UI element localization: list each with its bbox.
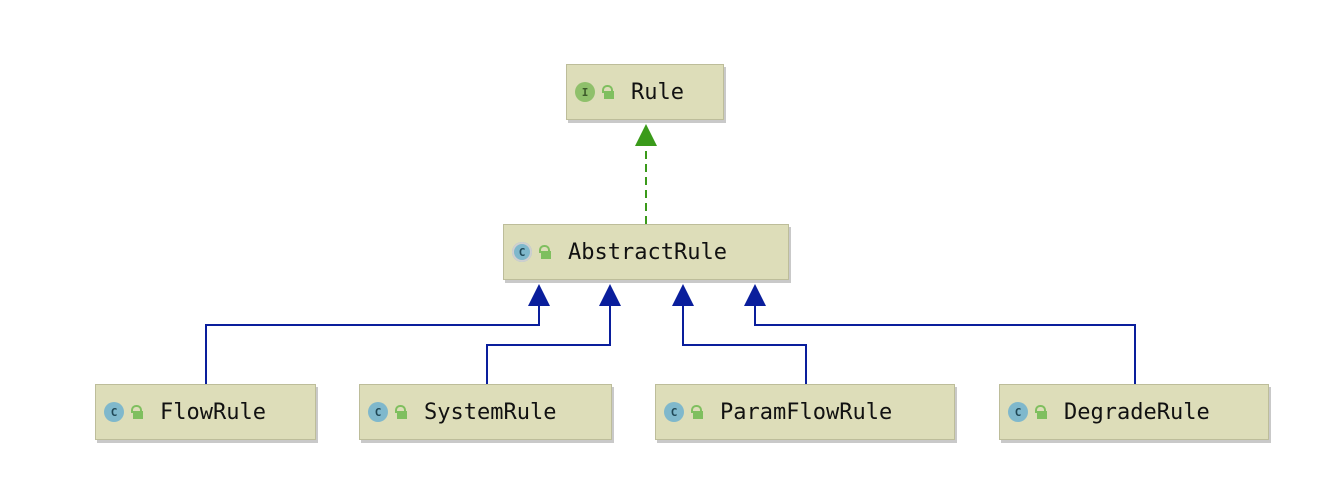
unlock-icon bbox=[601, 84, 615, 100]
node-rule[interactable]: I Rule bbox=[566, 64, 724, 120]
node-flow-rule[interactable]: C FlowRule bbox=[95, 384, 316, 440]
node-label: ParamFlowRule bbox=[720, 399, 893, 425]
node-label: SystemRule bbox=[424, 399, 557, 425]
unlock-icon bbox=[538, 244, 552, 260]
node-degrade-rule[interactable]: C DegradeRule bbox=[999, 384, 1269, 440]
implements-arrowhead bbox=[635, 124, 657, 146]
node-label: AbstractRule bbox=[568, 239, 727, 265]
extends-arrowhead bbox=[599, 284, 621, 306]
extends-edge-flow-rule bbox=[205, 306, 540, 384]
node-label: FlowRule bbox=[160, 399, 266, 425]
node-abstract-rule[interactable]: C AbstractRule bbox=[503, 224, 789, 280]
node-system-rule[interactable]: C SystemRule bbox=[359, 384, 612, 440]
extends-edge-degrade-rule bbox=[754, 306, 1136, 384]
unlock-icon bbox=[690, 404, 704, 420]
extends-arrowhead bbox=[744, 284, 766, 306]
class-icon: C bbox=[1008, 402, 1028, 422]
extends-arrowhead bbox=[672, 284, 694, 306]
class-icon: C bbox=[104, 402, 124, 422]
unlock-icon bbox=[1034, 404, 1048, 420]
interface-icon: I bbox=[575, 82, 595, 102]
unlock-icon bbox=[394, 404, 408, 420]
node-label: Rule bbox=[631, 79, 684, 105]
abstract-class-icon: C bbox=[512, 242, 532, 262]
class-icon: C bbox=[664, 402, 684, 422]
class-icon: C bbox=[368, 402, 388, 422]
node-param-flow-rule[interactable]: C ParamFlowRule bbox=[655, 384, 955, 440]
unlock-icon bbox=[130, 404, 144, 420]
extends-edge-system-rule bbox=[486, 306, 611, 384]
node-label: DegradeRule bbox=[1064, 399, 1210, 425]
extends-edge-param-flow-rule bbox=[682, 306, 807, 384]
extends-arrowhead bbox=[528, 284, 550, 306]
